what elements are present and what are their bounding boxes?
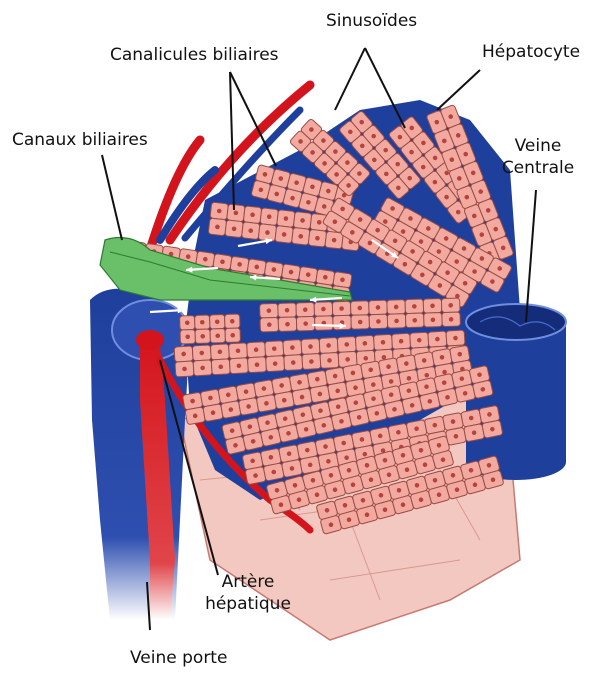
label-artere-hepatique-line1: Artère — [200, 571, 296, 593]
label-artere-hepatique-line2: hépatique — [200, 593, 296, 615]
hepatocyte-cord — [260, 298, 461, 332]
label-veine-centrale-line1: Veine — [498, 135, 578, 157]
label-sinusoides: Sinusoïdes — [326, 10, 417, 32]
label-veine-porte: Veine porte — [130, 647, 227, 669]
label-canalicules-biliaires: Canalicules biliaires — [110, 44, 279, 66]
label-hepatocyte: Hépatocyte — [482, 41, 580, 63]
label-canaux-biliaires: Canaux biliaires — [12, 129, 148, 151]
label-veine-centrale-line2: Centrale — [498, 157, 578, 179]
